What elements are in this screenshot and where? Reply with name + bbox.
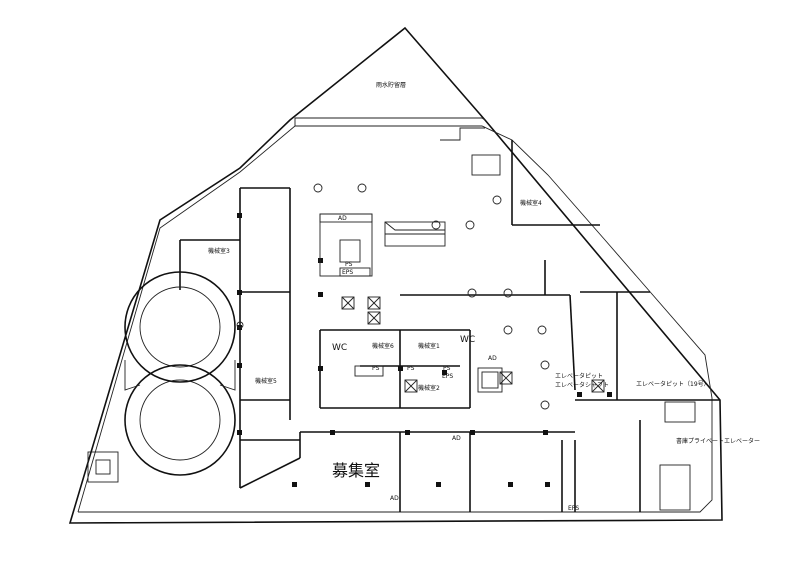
label-ps-1: PS: [372, 365, 380, 372]
label-ps-top: PS: [345, 261, 353, 268]
label-ad-top: AD: [338, 215, 347, 222]
escalator: [384, 221, 446, 247]
label-elevator-shaft: エレベータシャフト: [555, 381, 609, 389]
label-machine-room-3: 機械室3: [208, 247, 230, 255]
label-machine-room-4: 機械室4: [520, 199, 542, 207]
inner-outline: [77, 125, 713, 513]
label-ad-mid: AD: [488, 355, 497, 362]
label-ps-3: PS: [443, 365, 451, 372]
label-rain-tank: 雨水貯留層: [376, 81, 406, 89]
round-columns: [236, 183, 550, 410]
label-recruitment-room: 募集室: [332, 461, 380, 480]
tank-edge: [294, 117, 486, 126]
label-machine-room-1: 機械室1: [418, 342, 440, 350]
label-eps-bottom: EPS: [568, 505, 579, 512]
label-elevator-pit: エレベータピット: [555, 372, 603, 380]
label-machine-room-6: 機械室6: [372, 342, 394, 350]
label-ad-bottom-2: AD: [390, 495, 399, 502]
label-machine-room-2: 機械室2: [418, 384, 440, 392]
stair-stepped-edge: [440, 127, 485, 141]
label-wc-right: WC: [460, 335, 475, 345]
label-ad-bottom-1: AD: [452, 435, 461, 442]
label-eps-top: EPS: [342, 269, 353, 276]
label-elevator-pit-19: エレベータピット（19号）: [636, 380, 710, 388]
elevator-boxes: [87, 154, 696, 511]
columns: [237, 213, 612, 487]
label-machine-room-5: 機械室5: [255, 377, 277, 385]
label-eps-mid: EPS: [442, 373, 453, 380]
label-ps-2: PS: [407, 365, 415, 372]
stair-core-top: [319, 213, 373, 277]
circular-tanks: [124, 271, 236, 476]
interior-walls: [179, 140, 720, 512]
label-private-elevator: 書庫プライベートエレベーター: [676, 437, 760, 445]
building-outline: [68, 26, 723, 524]
label-wc-left: WC: [332, 343, 347, 353]
